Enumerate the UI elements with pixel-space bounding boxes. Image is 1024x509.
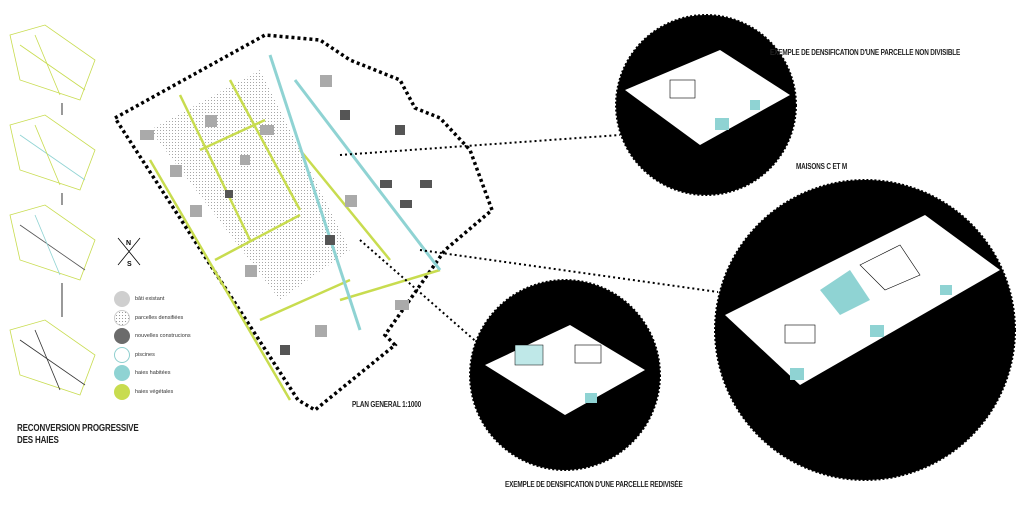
legend-item-nouvelles: nouvelles construcions — [114, 327, 191, 346]
small-plan-4 — [9, 319, 96, 396]
progressive-title-line2: DES HAIES — [17, 435, 59, 446]
non-divisible-title: EXEMPLE DE DENSIFICATION D'UNE PARCELLE … — [770, 48, 961, 57]
plan-title: PLAN GENERAL 1:1000 — [352, 400, 422, 409]
swatch-icon — [114, 291, 130, 308]
swatch-icon — [114, 328, 130, 345]
swatch-icon — [114, 383, 130, 400]
small-plan-3 — [9, 204, 96, 281]
legend: bâti existant parcelles densifiées nouve… — [114, 290, 191, 401]
legend-item-bati: bâti existant — [114, 290, 191, 309]
legend-item-piscines: piscines — [114, 346, 191, 365]
leader-lines — [339, 134, 719, 346]
legend-item-parcelles: parcelles densifiées — [114, 309, 191, 328]
swatch-icon — [114, 365, 130, 382]
legend-item-haies-vegetales: haies végétales — [114, 383, 191, 402]
maisons-title: MAISONS C ET M — [796, 162, 848, 171]
legend-item-haies-habitees: haies habitées — [114, 364, 191, 383]
compass-north: N — [126, 240, 131, 247]
general-plan — [112, 33, 495, 413]
small-plan-2 — [9, 114, 96, 191]
progressive-title-line1: RECONVERSION PROGRESSIVE — [17, 423, 139, 434]
inset-maisons — [714, 179, 1016, 481]
swatch-icon — [114, 346, 130, 363]
swatch-icon — [114, 309, 130, 326]
small-plan-1 — [9, 24, 96, 101]
progressive-plans — [9, 24, 96, 396]
compass-icon — [117, 237, 141, 266]
inset-redivisee — [469, 279, 661, 471]
inset-non-divisible — [615, 14, 797, 196]
redivisee-title: EXEMPLE DE DENSIFICATION D'UNE PARCELLE … — [505, 480, 683, 489]
compass-south: S — [127, 261, 132, 268]
